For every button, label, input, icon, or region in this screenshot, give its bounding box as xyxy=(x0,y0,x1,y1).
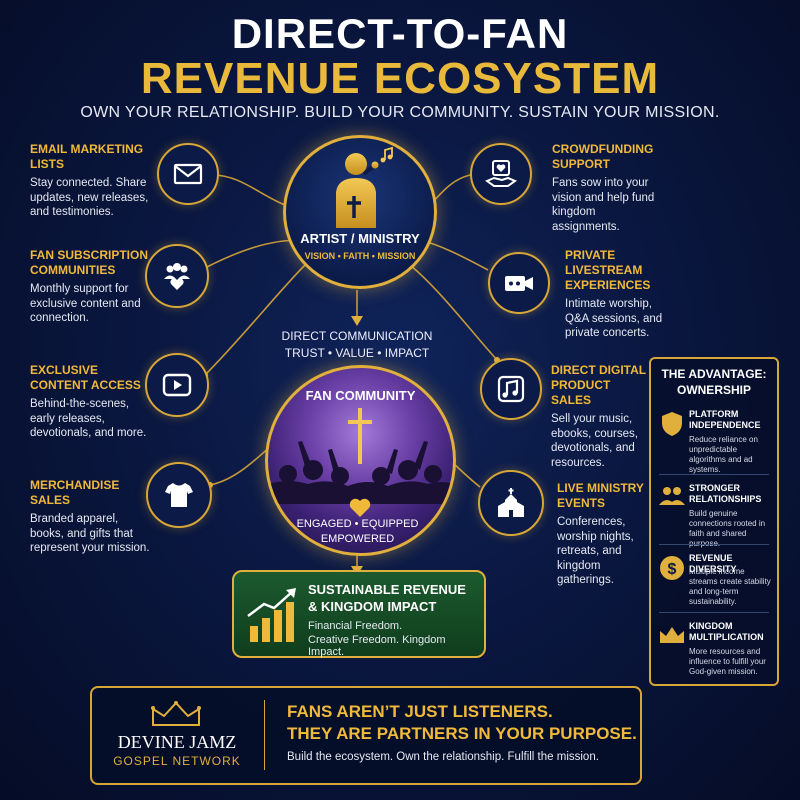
growth-chart-icon xyxy=(247,588,296,642)
item-desc: Monthly support for exclusive content an… xyxy=(30,283,141,324)
item-live-events: LIVE MINISTRY EVENTS Conferences, worshi… xyxy=(557,481,657,588)
title-line-2: REVENUE ECOSYSTEM xyxy=(140,54,660,103)
music-note-icon xyxy=(480,358,542,420)
svg-text:$: $ xyxy=(668,561,677,578)
revenue-line-1: Financial Freedom. xyxy=(308,620,403,632)
advantage-title-1: THE ADVANTAGE: xyxy=(661,367,767,381)
crowd-worship-silhouette xyxy=(268,408,453,504)
item-email-marketing: EMAIL MARKETING LISTS Stay connected. Sh… xyxy=(30,142,155,220)
fan-line-1: ENGAGED • EQUIPPED xyxy=(296,518,419,530)
revenue-title-1: SUSTAINABLE REVENUE xyxy=(308,582,466,597)
banner-headline-2: THEY ARE PARTNERS IN YOUR PURPOSE. xyxy=(287,724,637,743)
item-title: FAN SUBSCRIPTION COMMUNITIES xyxy=(30,248,149,277)
artist-title: ARTIST / MINISTRY xyxy=(300,231,420,246)
item-title: MERCHANDISE SALES xyxy=(30,478,120,507)
item-exclusive-content: EXCLUSIVE CONTENT ACCESS Behind-the-scen… xyxy=(30,363,155,441)
title-line-1: DIRECT-TO-FAN xyxy=(231,10,569,57)
video-camera-icon xyxy=(488,252,550,314)
advantage-panel: THE ADVANTAGE: OWNERSHIP PLATFORM INDEPE… xyxy=(649,357,779,686)
sustainable-revenue-box: SUSTAINABLE REVENUE & KINGDOM IMPACT Fin… xyxy=(232,570,486,658)
shield-icon xyxy=(662,412,682,436)
item-title: CROWDFUNDING SUPPORT xyxy=(552,142,654,171)
people-icon xyxy=(659,487,685,505)
fan-line-2: EMPOWERED xyxy=(320,533,395,545)
dollar-icon: $ xyxy=(660,556,684,580)
tshirt-icon xyxy=(146,462,212,528)
item-private-livestream: PRIVATE LIVESTREAM EXPERIENCES Intimate … xyxy=(565,248,675,341)
advantage-item-desc: Build genuine connections rooted in fait… xyxy=(689,509,766,548)
item-desc: Branded apparel, books, and gifts that r… xyxy=(30,513,150,554)
connector-exclusive xyxy=(204,264,306,376)
item-desc: Conferences, worship nights, retreats, a… xyxy=(557,516,634,586)
fan-title: FAN COMMUNITY xyxy=(305,388,416,403)
divider xyxy=(659,474,769,475)
item-title: EXCLUSIVE CONTENT ACCESS xyxy=(30,363,141,392)
item-title: DIRECT DIGITAL PRODUCT SALES xyxy=(551,363,646,407)
advantage-item-desc: Reduce reliance on unpredictable algorit… xyxy=(689,435,758,474)
flow-line-1: DIRECT COMMUNICATION xyxy=(281,329,433,343)
brand-name: DEVINE JAMZ xyxy=(117,732,237,752)
heart-icon xyxy=(349,498,371,517)
item-digital-products: DIRECT DIGITAL PRODUCT SALES Sell your m… xyxy=(551,363,651,470)
advantage-item-desc: More resources and influence to fulfill … xyxy=(689,647,766,676)
church-icon xyxy=(478,470,544,536)
divider xyxy=(659,544,769,545)
advantage-item-title: STRONGER RELATIONSHIPS xyxy=(689,483,762,504)
advantage-item-title: KINGDOM MULTIPLICATION xyxy=(689,621,764,642)
connector-merch xyxy=(209,444,273,486)
divider xyxy=(659,612,769,613)
item-title: PRIVATE LIVESTREAM EXPERIENCES xyxy=(565,248,651,292)
revenue-line-2: Creative Freedom. Kingdom Impact. xyxy=(308,634,446,658)
fan-community-circle: FAN COMMUNITY xyxy=(265,365,456,556)
item-desc: Sell your music, ebooks, courses, devoti… xyxy=(551,413,638,469)
item-fan-subscription: FAN SUBSCRIPTION COMMUNITIES Monthly sup… xyxy=(30,248,150,326)
item-title: EMAIL MARKETING LISTS xyxy=(30,142,144,171)
singer-silhouette-icon xyxy=(336,146,393,228)
advantage-item-title: PLATFORM INDEPENDENCE xyxy=(689,409,761,430)
connector-email xyxy=(212,174,286,206)
tagline: OWN YOUR RELATIONSHIP. BUILD YOUR COMMUN… xyxy=(80,104,720,121)
artist-ministry-circle: ARTIST / MINISTRY VISION • FAITH • MISSI… xyxy=(283,135,437,289)
play-button-icon xyxy=(145,353,209,417)
bottom-banner: DEVINE JAMZ GOSPEL NETWORK FANS AREN’T J… xyxy=(90,686,642,785)
banner-tagline: Build the ecosystem. Own the relationshi… xyxy=(287,751,599,763)
revenue-title-2: & KINGDOM IMPACT xyxy=(308,599,437,614)
item-merchandise: MERCHANDISE SALES Branded apparel, books… xyxy=(30,478,155,556)
community-heart-icon xyxy=(145,244,209,308)
flow-line-2: TRUST • VALUE • IMPACT xyxy=(284,346,430,360)
item-title: LIVE MINISTRY EVENTS xyxy=(557,481,644,510)
connector-digital xyxy=(409,264,498,361)
arrow-down-artist xyxy=(351,316,363,326)
divider xyxy=(264,700,265,770)
banner-headline-1: FANS AREN’T JUST LISTENERS. xyxy=(287,702,553,721)
advantage-item-desc: Multiple income streams create stability… xyxy=(689,567,771,606)
hand-heart-icon xyxy=(470,143,532,205)
envelope-icon xyxy=(157,143,219,205)
item-desc: Behind-the-scenes, early releases, devot… xyxy=(30,398,147,439)
item-desc: Intimate worship, Q&A sessions, and priv… xyxy=(565,298,663,339)
advantage-title-2: OWNERSHIP xyxy=(676,383,751,397)
brand-subtitle: GOSPEL NETWORK xyxy=(113,754,241,768)
advantage-item-title: REVENUE DIVERSITY xyxy=(689,553,737,574)
item-desc: Stay connected. Share updates, new relea… xyxy=(30,177,149,218)
crown-logo-icon xyxy=(151,701,201,726)
artist-subtitle: VISION • FAITH • MISSION xyxy=(304,251,416,261)
crown-icon xyxy=(660,627,684,643)
item-desc: Fans sow into your vision and help fund … xyxy=(552,177,655,233)
item-crowdfunding: CROWDFUNDING SUPPORT Fans sow into your … xyxy=(552,142,662,234)
